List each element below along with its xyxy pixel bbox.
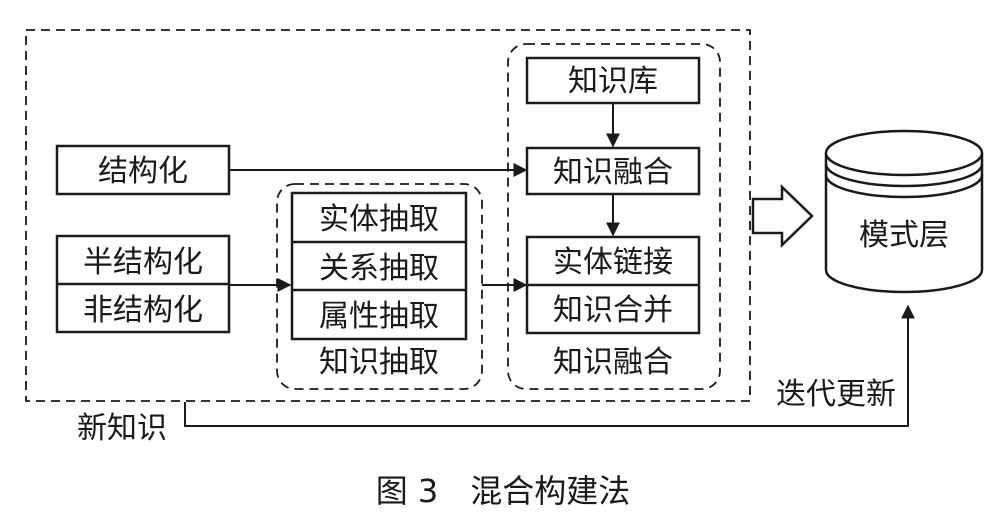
structured-box: 结构化 [55,144,231,196]
new-knowledge-label: 新知识 [77,411,167,446]
hollow-arrow-to-schema [751,184,814,248]
relation-extraction-label: 关系抽取 [319,251,439,286]
knowledge-fusion-box: 知识融合 [525,146,701,196]
semi-unstructured-box: 半结构化 非结构化 [55,234,231,334]
iterate-update-label: 迭代更新 [776,377,896,412]
extraction-box: 实体抽取 关系抽取 属性抽取 [290,191,468,341]
schema-layer-label: 模式层 [859,218,949,253]
entity-linking-label: 实体链接 [553,245,673,280]
semi-structured-label: 半结构化 [83,245,203,280]
knowledge-merging-label: 知识合并 [553,293,673,328]
knowledge-base-box: 知识库 [525,56,701,105]
arrow-iterate-update [184,304,915,427]
unstructured-label: 非结构化 [83,293,203,328]
linking-merging-box: 实体链接 知识合并 [525,235,701,335]
schema-layer-cylinder: 模式层 [824,129,984,294]
attribute-extraction-label: 属性抽取 [319,299,439,334]
fusion-group-label: 知识融合 [553,345,673,380]
knowledge-fusion-label: 知识融合 [553,155,673,190]
entity-extraction-label: 实体抽取 [319,202,439,237]
figure-caption: 图 3 混合构建法 [376,472,631,510]
structured-label: 结构化 [98,154,188,189]
knowledge-base-label: 知识库 [568,64,658,99]
outer-frame [25,29,751,402]
extraction-group [276,183,483,390]
extraction-group-label: 知识抽取 [319,345,439,380]
